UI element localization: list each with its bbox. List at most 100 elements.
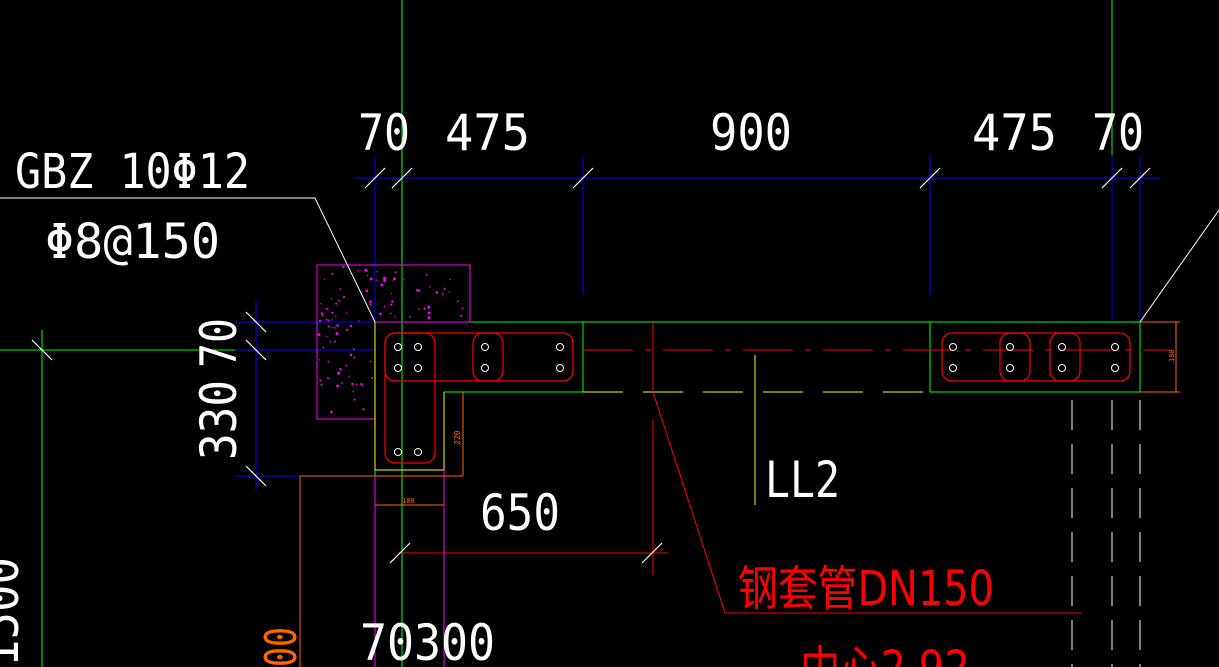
top-dimension-ticks bbox=[364, 167, 1151, 189]
small-dim-180-right: 180 bbox=[1168, 349, 1176, 362]
bottom-verticals bbox=[374, 470, 445, 667]
hatch-dot bbox=[383, 305, 386, 308]
hatch-dot bbox=[443, 287, 446, 290]
hatch-dot bbox=[394, 271, 397, 274]
hatch-dot bbox=[369, 360, 372, 363]
hatch-dot bbox=[448, 291, 450, 293]
hatch-dot bbox=[345, 364, 348, 367]
dim-top-70-left: 70 bbox=[358, 104, 410, 162]
hatch-dot bbox=[319, 379, 322, 382]
hatch-dot bbox=[318, 359, 321, 361]
rebar-stirrup-left-vertical bbox=[384, 332, 436, 464]
hatch-dot bbox=[336, 384, 339, 388]
hatch-dot bbox=[335, 315, 337, 317]
dim-left-330: 330 bbox=[190, 380, 248, 460]
hatch-dot bbox=[331, 319, 333, 321]
hatch-dot bbox=[328, 325, 330, 328]
small-dim-220: 220 bbox=[453, 430, 462, 445]
hatch-dot bbox=[351, 382, 354, 386]
dim-top-475-left: 475 bbox=[445, 104, 530, 162]
hatch-dot bbox=[394, 316, 396, 318]
hatch-dot bbox=[338, 299, 341, 302]
hatch-dot bbox=[339, 368, 342, 371]
small-dim-180-bottom: 180 bbox=[402, 497, 415, 505]
hatch-dot bbox=[331, 311, 334, 314]
dim-top-70-right: 70 bbox=[1092, 104, 1144, 162]
hatch-dot bbox=[343, 295, 346, 299]
dim-left-70: 70 bbox=[190, 318, 248, 368]
beam-ll2 bbox=[583, 321, 1170, 505]
dim-top-900: 900 bbox=[710, 104, 792, 162]
hatch-dot bbox=[456, 300, 459, 303]
hatch-dot bbox=[358, 320, 360, 322]
hatch-dot bbox=[416, 288, 419, 292]
hatch-dot bbox=[329, 341, 332, 343]
hatch-dot bbox=[379, 312, 382, 316]
hatch-dot bbox=[393, 277, 396, 281]
hatch-dot bbox=[325, 307, 328, 310]
hatch-dot bbox=[449, 278, 451, 281]
hatch-dot bbox=[423, 307, 426, 310]
hatch-dot bbox=[349, 353, 353, 357]
hatch-dot bbox=[353, 398, 356, 401]
small-dims bbox=[299, 392, 464, 667]
dim-bottom-70300: 70300 bbox=[360, 614, 495, 667]
hatch-dot bbox=[403, 279, 405, 281]
hatch-dot bbox=[371, 377, 374, 379]
hatch-dot bbox=[460, 314, 463, 317]
hatch-dot bbox=[352, 348, 355, 350]
sleeve-leader bbox=[652, 391, 1082, 614]
hatch-dot bbox=[335, 302, 338, 305]
hatch-dot bbox=[383, 278, 387, 282]
hatch-dot bbox=[435, 291, 439, 294]
hatch-dot bbox=[427, 305, 431, 309]
dim-top-475-right: 475 bbox=[972, 104, 1057, 162]
hatch-dot bbox=[369, 300, 372, 304]
hatch-dot bbox=[365, 289, 369, 293]
hatch-dot bbox=[325, 318, 328, 321]
hatch-dot bbox=[391, 292, 393, 294]
leaders bbox=[0, 197, 1219, 323]
hatch-dot bbox=[418, 308, 420, 310]
hatch-dot bbox=[327, 377, 329, 380]
hatch-dot bbox=[317, 333, 321, 336]
hatch-dot bbox=[441, 292, 444, 295]
hatch-dot bbox=[418, 289, 421, 292]
hatch-dot bbox=[352, 390, 355, 393]
hatch-dot bbox=[320, 303, 322, 305]
right-beam-height bbox=[1140, 321, 1180, 393]
hatch-dot bbox=[461, 307, 464, 310]
hatch-dot bbox=[353, 356, 356, 359]
hatch-dot bbox=[369, 277, 373, 281]
hatch-dot bbox=[348, 375, 350, 377]
rebar-bars bbox=[394, 343, 1119, 456]
right-dashed bbox=[1071, 400, 1141, 667]
rebar-cages bbox=[384, 332, 1131, 464]
hatch-dot bbox=[366, 274, 369, 277]
left-dimension-ticks bbox=[31, 311, 267, 487]
hatch-dot bbox=[357, 270, 360, 272]
hatch-dot bbox=[376, 271, 378, 273]
dim-650: 650 bbox=[480, 484, 560, 542]
hatch-dot bbox=[331, 326, 333, 329]
hatch-dot bbox=[428, 286, 431, 288]
hatch-dot bbox=[427, 316, 431, 320]
edge-left-1500: 1500 bbox=[0, 557, 30, 667]
hatch-dot bbox=[318, 319, 322, 323]
hatch-dot bbox=[390, 312, 392, 315]
hatch-dot bbox=[330, 410, 333, 414]
hatch-dot bbox=[355, 383, 358, 386]
hatch-dot bbox=[365, 270, 368, 273]
hatch-dot bbox=[390, 303, 393, 306]
hatch-dot bbox=[342, 265, 345, 269]
column-label: GBZ 10Φ12 bbox=[15, 144, 250, 200]
stirrup-label: Φ8@150 bbox=[45, 214, 220, 270]
hatch-dot bbox=[425, 273, 428, 276]
hatch-dot bbox=[337, 371, 341, 375]
edge-bottom-00: 00 bbox=[256, 627, 307, 667]
hatch-dot bbox=[324, 278, 326, 280]
hatch-dot bbox=[327, 319, 330, 322]
hatch-dot bbox=[339, 288, 342, 290]
sleeve-label: 钢套管DN150 bbox=[738, 561, 994, 617]
